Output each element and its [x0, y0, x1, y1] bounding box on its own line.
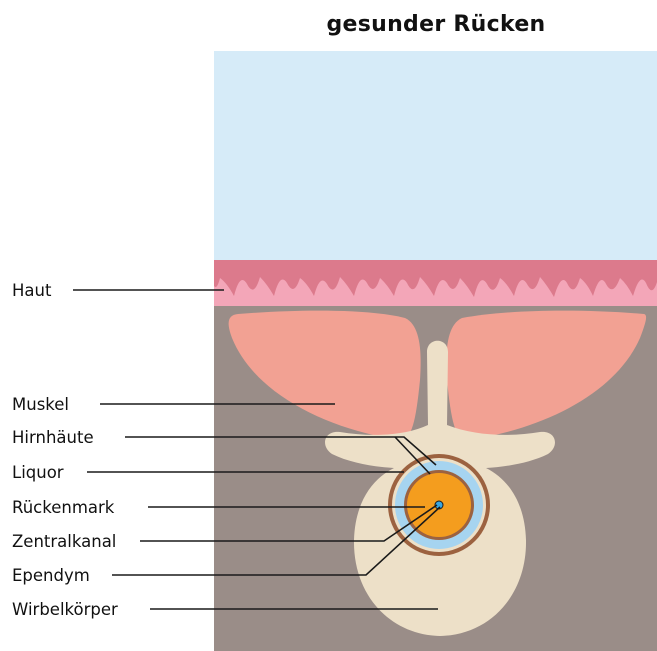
label-wirbelkoerper: Wirbelkörper [12, 600, 118, 619]
label-haut: Haut [12, 281, 52, 300]
label-zentralkanal: Zentralkanal [12, 532, 116, 551]
air-region [214, 51, 657, 260]
label-hirnhaeute: Hirnhäute [12, 428, 94, 447]
label-rueckenmark: Rückenmark [12, 498, 115, 517]
label-ependym: Ependym [12, 566, 90, 585]
label-liquor: Liquor [12, 463, 64, 482]
label-muskel: Muskel [12, 395, 69, 414]
